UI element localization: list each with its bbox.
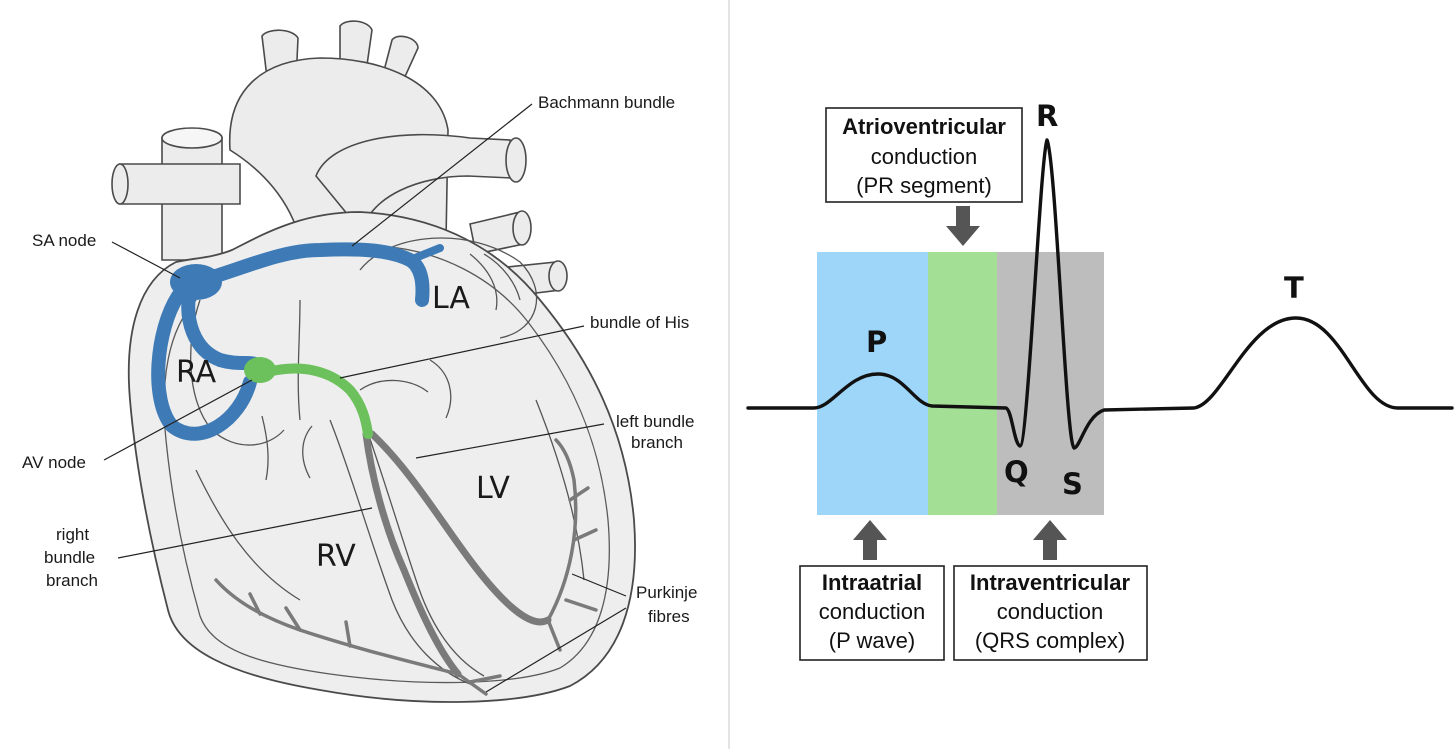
box-atrioventricular-title: Atrioventricular — [842, 114, 1006, 139]
purkinje-lv-twig-2 — [568, 486, 590, 502]
pulmonary-vein-upper-end — [512, 210, 532, 246]
purkinje-apex-1 — [456, 672, 488, 696]
zone-intraatrial — [817, 252, 928, 515]
label-la: LA — [432, 281, 470, 316]
callout-av-node: AV node — [22, 453, 86, 472]
box-atrioventricular-frame — [825, 107, 1023, 203]
left-bundle-branch-path — [368, 430, 552, 626]
leader-sa-node — [111, 241, 181, 279]
callout-purkinje-line2: fibres — [648, 607, 690, 626]
septum-outer-2 — [359, 409, 485, 677]
purkinje-rv-twig-3 — [248, 592, 262, 616]
box-intraatrial-title: Intraatrial — [822, 570, 922, 595]
wave-label-t: T — [1284, 271, 1304, 305]
arrow-intraventricular — [1033, 520, 1067, 560]
heart-outline — [127, 211, 636, 703]
callout-bundle-his: bundle of His — [590, 313, 689, 332]
internodal-tract-posterior — [151, 289, 257, 441]
ecg-trace — [746, 138, 1454, 450]
box-intraventricular: Intraventricular conduction (QRS complex… — [953, 565, 1148, 661]
bundle-branches — [362, 430, 552, 678]
wave-label-q: Q — [1004, 455, 1029, 489]
pulmonary-artery-end — [505, 137, 527, 183]
wave-label-s: S — [1062, 467, 1083, 501]
box-intraventricular-title: Intraventricular — [970, 570, 1131, 595]
label-rv: RV — [316, 539, 356, 574]
arrow-atrioventricular — [946, 206, 980, 246]
purkinje-rv-branch — [214, 578, 460, 676]
la-pulmonary-branch-1 — [469, 253, 498, 311]
zone-atrioventricular — [928, 252, 997, 515]
wave-label-p: P — [866, 325, 887, 359]
la-wall — [359, 237, 538, 339]
rv-wall — [195, 469, 301, 601]
box-intraventricular-frame — [953, 565, 1148, 661]
arrow-intraatrial — [853, 520, 887, 560]
av-valve-left-2 — [429, 359, 452, 419]
box-atrioventricular-line2: conduction — [871, 144, 977, 169]
callout-purkinje-line1: Purkinje — [636, 583, 697, 602]
bachmann-bundle-tip — [406, 244, 444, 264]
callout-sa-node: SA node — [32, 231, 96, 250]
lv-wall — [535, 399, 585, 581]
box-intraatrial-line3: (P wave) — [829, 628, 915, 653]
callout-bachmann: Bachmann bundle — [538, 93, 675, 112]
right-bundle-branch-path — [362, 430, 462, 678]
wave-label-r: R — [1036, 99, 1058, 133]
callout-left-branch-line2: branch — [631, 433, 683, 452]
ecg-diagram: P Q R S T Atrioventricular conduction (P… — [746, 99, 1454, 661]
septum-outer — [329, 419, 471, 685]
callout-right-branch-line1: right — [56, 525, 89, 544]
heart-inner-wall — [163, 245, 610, 684]
zone-intraventricular — [997, 252, 1104, 515]
leader-bachmann — [351, 103, 533, 247]
box-intraatrial-frame — [799, 565, 945, 661]
leader-left-branch — [415, 423, 605, 459]
av-node-blob — [244, 357, 276, 383]
purkinje-fibres — [214, 438, 598, 696]
av-valve-left — [359, 379, 429, 393]
av-valve-right-2 — [302, 425, 313, 479]
leader-bundle-his — [339, 325, 585, 379]
rpa-end — [111, 163, 129, 205]
box-atrioventricular-line3: (PR segment) — [856, 173, 992, 198]
leader-purkinje-2 — [485, 607, 627, 693]
bachmann-bundle-path — [189, 242, 430, 307]
svc-opening — [161, 127, 223, 149]
purkinje-rv-twig-2 — [344, 620, 352, 648]
la-pulmonary-branch-2 — [483, 253, 521, 301]
arrows — [853, 206, 1067, 560]
purkinje-lv-twig-4 — [546, 618, 562, 652]
leader-lines — [103, 103, 627, 693]
box-intraventricular-line3: (QRS complex) — [975, 628, 1125, 653]
purkinje-apex-2 — [468, 674, 502, 684]
box-intraventricular-line2: conduction — [997, 599, 1103, 624]
leader-purkinje-1 — [571, 573, 627, 597]
box-intraatrial-line2: conduction — [819, 599, 925, 624]
callout-right-branch-line3: branch — [46, 571, 98, 590]
purkinje-lv-twig-1 — [572, 528, 598, 542]
label-ra: RA — [176, 355, 217, 390]
purkinje-rv-twig-1 — [284, 606, 302, 632]
box-atrioventricular: Atrioventricular conduction (PR segment) — [825, 107, 1023, 203]
heart-diagram: RA LA RV LV Bachmann bundle SA node bund… — [22, 20, 697, 703]
label-lv: LV — [476, 471, 510, 506]
purkinje-lv-twig-3 — [564, 598, 598, 612]
av-valve-right — [261, 415, 269, 481]
leader-right-branch — [117, 507, 373, 559]
pulmonary-vein-lower-end — [548, 260, 568, 292]
leader-av-node — [103, 379, 253, 461]
bundle-of-his-path — [263, 363, 373, 439]
callout-left-branch-line1: left bundle — [616, 412, 694, 431]
sa-node-blob — [170, 264, 222, 300]
right-pulmonary-artery — [119, 163, 241, 205]
callout-right-branch-line2: bundle — [44, 548, 95, 567]
septum-upper — [297, 299, 301, 421]
box-intraatrial: Intraatrial conduction (P wave) — [799, 565, 945, 661]
